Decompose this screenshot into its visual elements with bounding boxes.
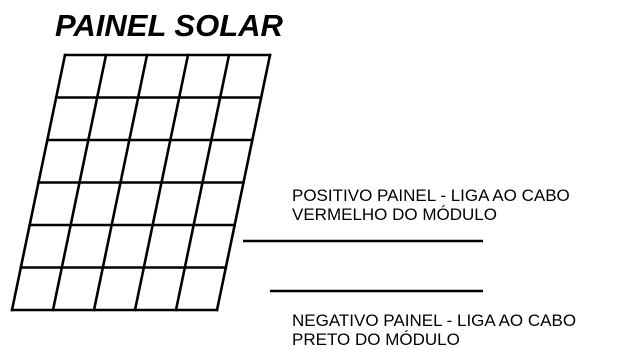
panel-column-line: [92, 53, 149, 312]
positive-terminal-label: POSITIVO PAINEL - LIGA AO CABO VERMELHO …: [292, 186, 570, 224]
panel-column-line: [51, 53, 108, 312]
negative-label-line-2: PRETO DO MÓDULO: [292, 330, 460, 349]
panel-column-line: [215, 53, 272, 312]
solar-panel-grid: [10, 53, 272, 312]
negative-terminal-label: NEGATIVO PAINEL - LIGA AO CABO PRETO DO …: [292, 311, 576, 349]
panel-column-line: [10, 53, 67, 312]
positive-label-line-2: VERMELHO DO MÓDULO: [292, 205, 497, 224]
positive-label-line-1: POSITIVO PAINEL - LIGA AO CABO: [292, 186, 570, 205]
diagram-title: PAINEL SOLAR: [55, 8, 283, 43]
negative-label-line-1: NEGATIVO PAINEL - LIGA AO CABO: [292, 311, 577, 330]
panel-column-line: [174, 53, 231, 312]
panel-column-line: [133, 53, 190, 312]
